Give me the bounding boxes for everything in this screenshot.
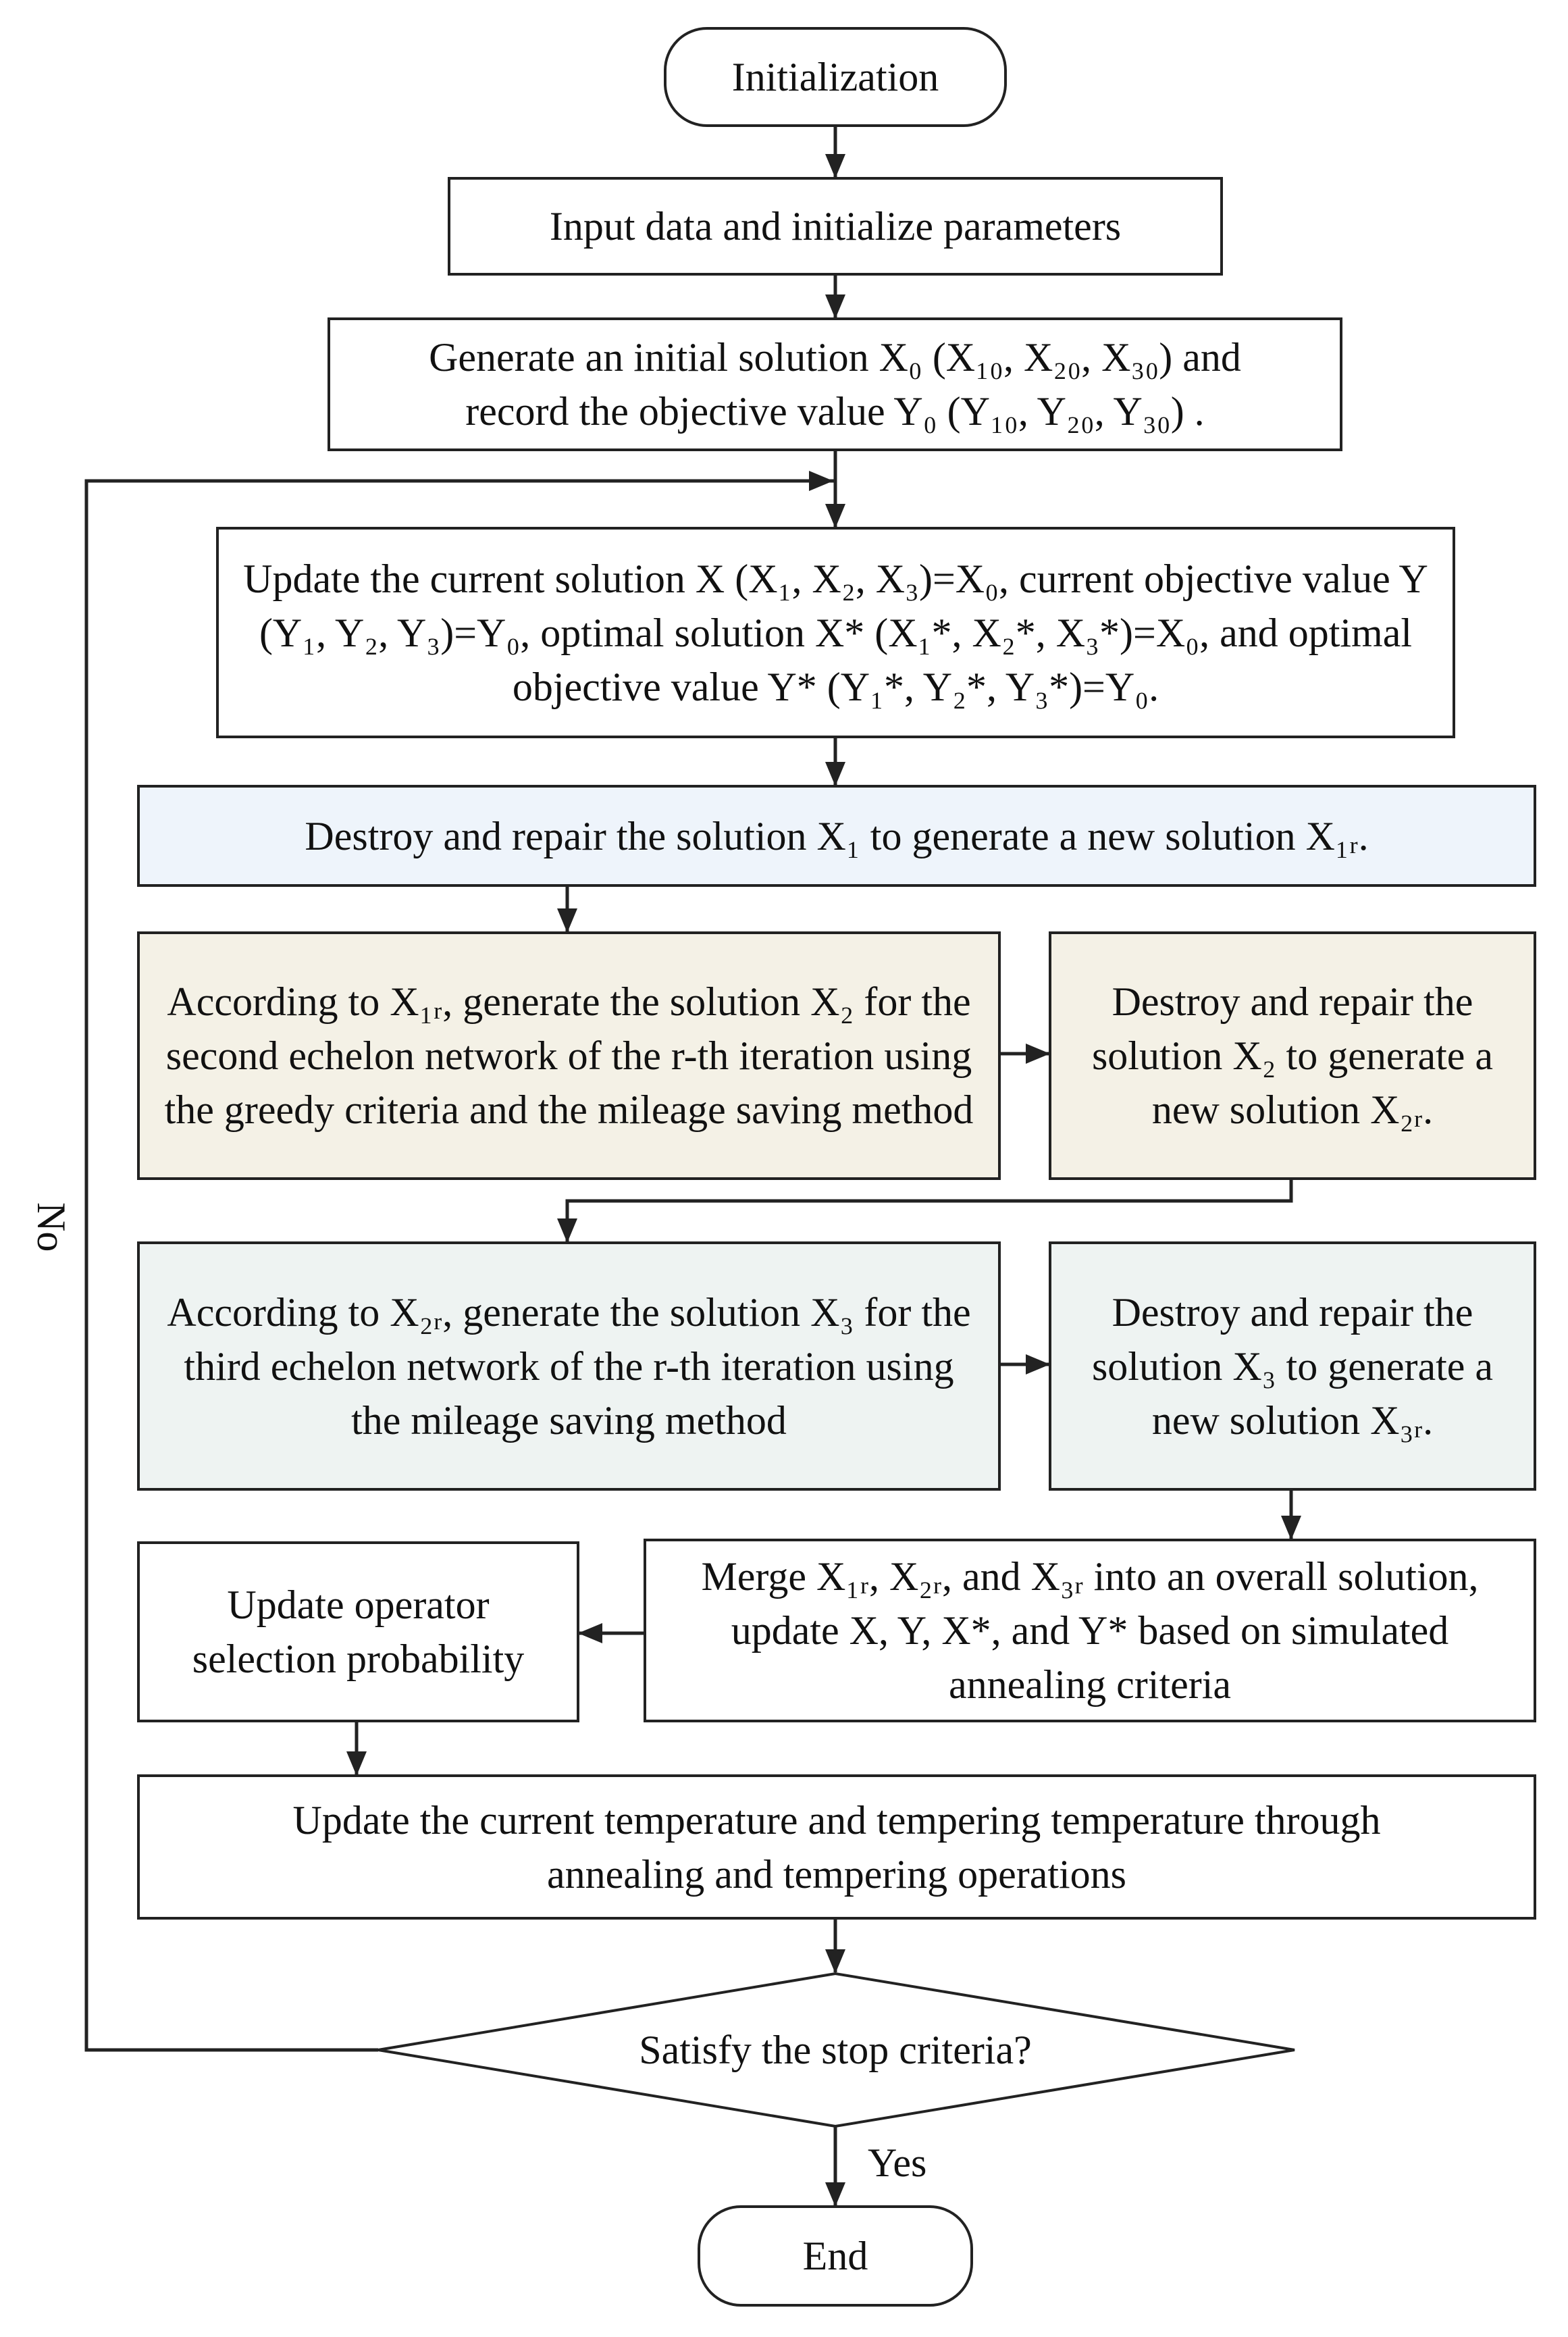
edge-no-loop — [84, 479, 835, 2052]
operator-box: Update operator selection probability — [137, 1541, 579, 1722]
end-terminal: End — [698, 2205, 973, 2307]
gen2-box: According to X₁ᵣ, generate the solution … — [137, 931, 1001, 1180]
destroy2-box: Destroy and repair the solution X₂ to ge… — [1049, 931, 1536, 1180]
gen3-box: According to X₂ᵣ, generate the solution … — [137, 1241, 1001, 1491]
generate-box: Generate an initial solution X₀ (X₁₀, X₂… — [328, 317, 1342, 451]
temperature-label: Update the current temperature and tempe… — [292, 1797, 1381, 1897]
merge-box: Merge X₁ᵣ, X₂ᵣ, and X₃ᵣ into an overall … — [644, 1539, 1536, 1722]
decision-label: Satisfy the stop criteria? — [500, 2013, 1171, 2087]
edge-destroy2-gen3 — [557, 1180, 1293, 1243]
temperature-box: Update the current temperature and tempe… — [137, 1774, 1536, 1920]
gen2-label: According to X₁ᵣ, generate the solution … — [164, 979, 974, 1132]
yes-label: Yes — [868, 2140, 927, 2185]
decision-diamond — [377, 1972, 1295, 2128]
update-current-label: Update the current solution X (X₁, X₂, X… — [243, 556, 1428, 709]
input-box: Input data and initialize parameters — [448, 177, 1223, 276]
input-label: Input data and initialize parameters — [549, 204, 1122, 249]
start-label: Initialization — [731, 55, 939, 99]
update-current-box: Update the current solution X (X₁, X₂, X… — [216, 527, 1455, 738]
destroy3-label: Destroy and repair the solution X₃ to ge… — [1091, 1289, 1494, 1443]
destroy1-box: Destroy and repair the solution X₁ to ge… — [137, 785, 1536, 887]
gen3-label: According to X₂ᵣ, generate the solution … — [167, 1289, 971, 1443]
end-label: End — [802, 2234, 868, 2278]
destroy1-label: Destroy and repair the solution X₁ to ge… — [305, 813, 1369, 858]
start-terminal: Initialization — [664, 27, 1007, 127]
operator-label: Update operator selection probability — [192, 1583, 525, 1681]
destroy2-label: Destroy and repair the solution X₂ to ge… — [1091, 979, 1494, 1132]
destroy3-box: Destroy and repair the solution X₃ to ge… — [1049, 1241, 1536, 1491]
generate-label: Generate an initial solution X₀ (X₁₀, X₂… — [429, 335, 1241, 434]
decision-text: Satisfy the stop criteria? — [639, 2027, 1032, 2072]
merge-label: Merge X₁ᵣ, X₂ᵣ, and X₃ᵣ into an overall … — [701, 1554, 1479, 1707]
no-label: No — [29, 1202, 74, 1252]
